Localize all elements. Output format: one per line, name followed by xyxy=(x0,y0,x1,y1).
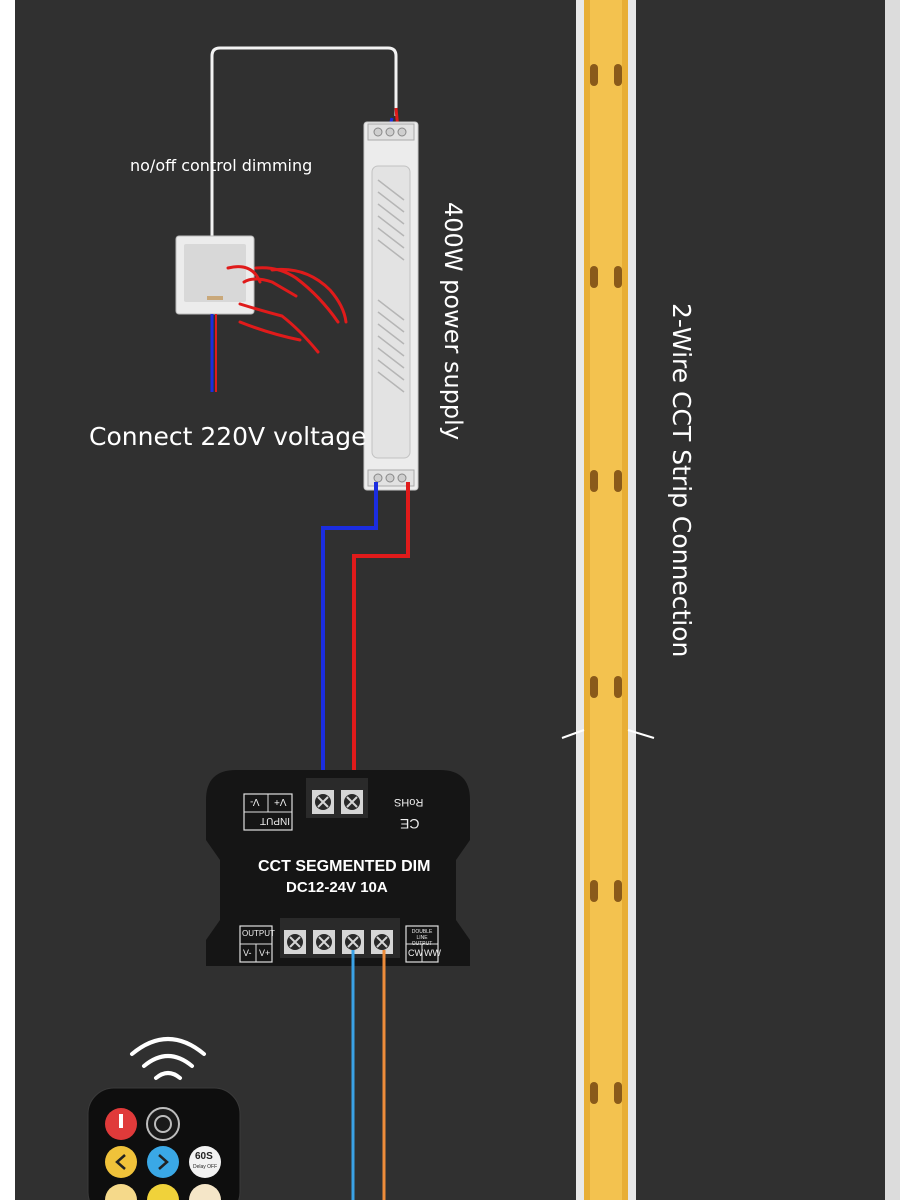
power-supply xyxy=(363,121,419,491)
background-panel xyxy=(15,0,885,1200)
ce-mark: CE xyxy=(400,816,420,832)
delay-off-label: Delay OFF xyxy=(193,1164,218,1170)
hand-icon xyxy=(226,265,348,354)
wire-dc-negative xyxy=(321,482,378,800)
input-vpos-label: V+ xyxy=(274,796,287,807)
next-button-icon[interactable] xyxy=(147,1146,179,1178)
strip-solder-pads xyxy=(590,64,622,1104)
led-strip xyxy=(561,0,655,1200)
wall-switch[interactable] xyxy=(175,235,255,315)
wifi-signal-icon xyxy=(130,1037,206,1080)
delay-off-button-icon[interactable] xyxy=(189,1146,221,1178)
cct-controller xyxy=(206,770,470,966)
ww-label: WW xyxy=(424,948,441,958)
controller-rating: DC12-24V 10A xyxy=(286,879,388,896)
strip-connection-label: 2-Wire CCT Strip Connection xyxy=(667,303,696,658)
previous-button-icon[interactable] xyxy=(105,1146,137,1178)
cw-label: CW xyxy=(408,948,423,958)
input-label: INPUT xyxy=(260,815,290,826)
controller-name: CCT SEGMENTED DIM xyxy=(258,858,431,875)
strip-cut-mark xyxy=(561,729,655,739)
delay-time-label: 60S xyxy=(195,1151,213,1162)
output-vneg-label: V- xyxy=(243,948,252,958)
wire-dc-positive xyxy=(352,482,410,800)
output-label: OUTPUT xyxy=(242,929,275,938)
dimming-label: no/off control dimming xyxy=(130,156,313,175)
output-vpos-label: V+ xyxy=(259,948,271,958)
power-supply-label: 400W power supply xyxy=(439,202,467,441)
remote-control xyxy=(87,1087,241,1200)
wire-switch-to-psu xyxy=(210,46,398,238)
voltage-label: Connect 220V voltage xyxy=(89,422,367,451)
rohs-mark: RoHS xyxy=(394,796,424,808)
mode-button-icon[interactable] xyxy=(146,1107,180,1141)
right-shade xyxy=(885,0,900,1200)
double-line-output-label: DOUBLE LINE OUTPUT xyxy=(411,929,433,947)
input-vneg-label: V- xyxy=(250,796,260,807)
